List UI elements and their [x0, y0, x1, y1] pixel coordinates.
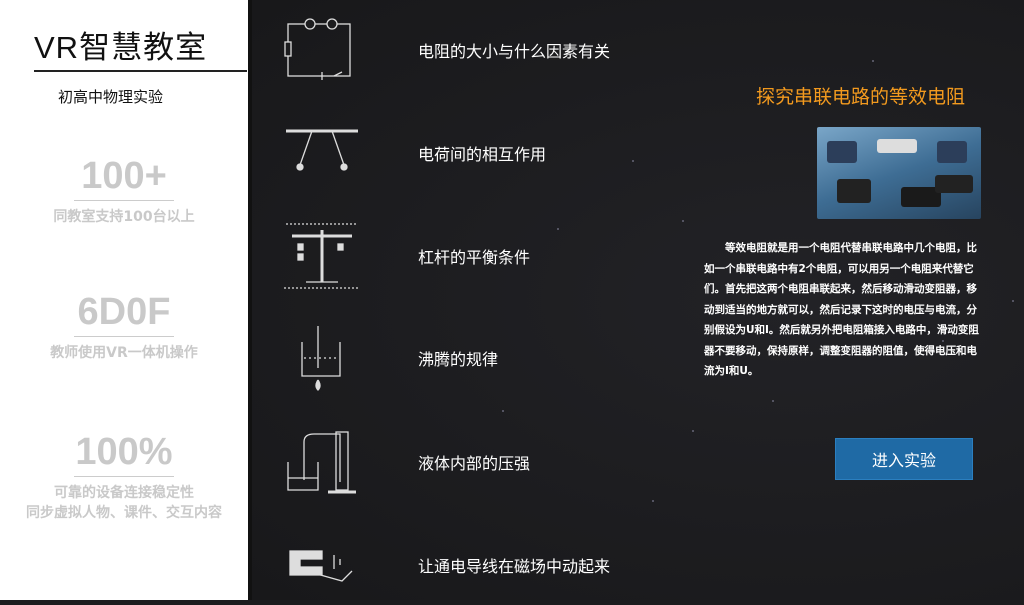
- divider: [74, 200, 174, 201]
- experiment-label: 让通电导线在磁场中动起来: [418, 557, 611, 576]
- experiment-title: 探究串联电路的等效电阻: [756, 86, 966, 108]
- experiment-label: 电阻的大小与什么因素有关: [418, 42, 611, 61]
- experiment-item-charges[interactable]: 电荷间的相互作用: [282, 113, 682, 193]
- experiment-description: 等效电阻就是用一个电阻代替串联电路中几个电阻，比如一个串联电路中有2个电阻，可以…: [704, 242, 979, 377]
- experiment-item-resistance[interactable]: 电阻的大小与什么因素有关: [282, 10, 682, 90]
- app-subtitle: 初高中物理实验: [58, 88, 164, 106]
- sidebar: VR智慧教室 初高中物理实验 100+ 同教室支持100台以上 6D0F 教师使…: [0, 0, 248, 600]
- boiling-icon: [301, 326, 341, 391]
- divider: [248, 0, 252, 600]
- experiment-label: 电荷间的相互作用: [418, 145, 547, 164]
- circuit-icon: [284, 18, 351, 80]
- magnet-icon: [289, 550, 353, 582]
- experiment-preview-image: [817, 127, 981, 219]
- stat-value: 100%: [75, 431, 173, 473]
- stat-desc: 教师使用VR一体机操作: [50, 345, 198, 361]
- experiment-panel: 电阻的大小与什么因素有关 电荷间的相互作用 杠杆的平衡条件 沸腾的规律 液体内部…: [252, 0, 1024, 600]
- enter-experiment-button[interactable]: 进入实验: [835, 438, 973, 480]
- experiment-label: 液体内部的压强: [418, 454, 531, 473]
- stat-reliability: 100% 可靠的设备连接稳定性 同步虚拟人物、课件、交互内容: [0, 430, 248, 523]
- divider: [74, 336, 174, 337]
- app-title: VR智慧教室: [34, 30, 208, 65]
- experiment-item-lever[interactable]: 杠杆的平衡条件: [282, 216, 682, 296]
- stat-value: 100+: [81, 155, 167, 197]
- stat-desc: 可靠的设备连接稳定性: [54, 485, 194, 501]
- pressure-icon: [287, 431, 356, 494]
- stat-value: 6D0F: [77, 291, 171, 333]
- stat-desc: 同步虚拟人物、课件、交互内容: [26, 505, 222, 521]
- lever-icon: [284, 223, 360, 289]
- stat-devices: 100+ 同教室支持100台以上: [0, 154, 248, 227]
- stat-desc: 同教室支持100台以上: [53, 209, 195, 225]
- experiment-label: 杠杆的平衡条件: [418, 248, 531, 267]
- experiment-item-magnet[interactable]: 让通电导线在磁场中动起来: [282, 525, 682, 605]
- divider: [34, 70, 247, 72]
- charges-icon: [286, 129, 358, 171]
- experiment-item-pressure[interactable]: 液体内部的压强: [282, 422, 682, 502]
- divider: [74, 476, 174, 477]
- experiment-item-boiling[interactable]: 沸腾的规律: [282, 318, 682, 398]
- experiment-label: 沸腾的规律: [418, 350, 499, 369]
- stat-6dof: 6D0F 教师使用VR一体机操作: [0, 290, 248, 363]
